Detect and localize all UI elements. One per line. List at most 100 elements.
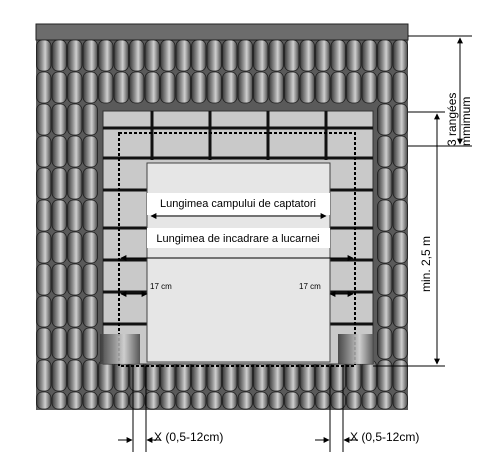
roof-tile — [392, 199, 408, 232]
roof-tile — [129, 39, 145, 72]
roof-tile — [346, 71, 362, 104]
roof-tile — [392, 71, 408, 104]
roof-tile — [113, 39, 129, 72]
roof-tile — [67, 231, 83, 264]
roof-tile — [392, 295, 408, 328]
roof-tile — [82, 231, 98, 264]
rows-minimum-label-2: mmimum — [459, 97, 473, 146]
roof-tile — [98, 359, 114, 392]
roof-tile — [361, 391, 377, 410]
bottom-tile-row-right — [338, 334, 374, 364]
dormer-frame-length-label: Lungimea de incadrare a lucarnei — [156, 233, 319, 245]
roof-tile — [36, 71, 52, 104]
roof-tile — [36, 135, 52, 168]
roof-tile — [175, 359, 191, 392]
roof-tile — [51, 263, 67, 296]
roof-tile — [191, 39, 207, 72]
roof-tile — [377, 391, 393, 410]
roof-tile — [67, 263, 83, 296]
label-band-collector — [147, 193, 330, 215]
roof-tile — [82, 103, 98, 136]
roof-tile — [144, 359, 160, 392]
roof-tile — [67, 295, 83, 328]
gap-right-label: X (0,5-12cm) — [350, 430, 419, 444]
roof-tile — [268, 391, 284, 410]
roof-tile — [253, 39, 269, 72]
right-dimensions — [373, 35, 472, 367]
roof-tile — [253, 359, 269, 392]
roof-tile — [377, 359, 393, 392]
spacing-right-label: 17 cm — [299, 282, 321, 291]
roof-tile — [206, 359, 222, 392]
roof-tile — [82, 295, 98, 328]
roof-tile — [191, 71, 207, 104]
bottom-tile-row-left — [100, 334, 140, 364]
roof-tile — [377, 231, 393, 264]
roof-tile — [82, 359, 98, 392]
roof-tile — [237, 39, 253, 72]
roof-tile — [36, 39, 52, 72]
roof-tile — [191, 359, 207, 392]
roof-tile — [330, 391, 346, 410]
roof-tile — [299, 359, 315, 392]
rows-minimum-label: 3 rangées — [445, 93, 459, 146]
roof-tile — [206, 391, 222, 410]
roof-tile — [67, 103, 83, 136]
roof-rafters — [150, 111, 328, 160]
roof-tile — [36, 263, 52, 296]
roof-tile — [268, 359, 284, 392]
roof-tile — [315, 39, 331, 72]
roof-tile — [377, 199, 393, 232]
roof-tile — [144, 71, 160, 104]
roof-tile — [361, 71, 377, 104]
roof-tile — [175, 71, 191, 104]
roof-tile — [51, 391, 67, 410]
roof-tile — [129, 359, 145, 392]
roof-tile — [392, 135, 408, 168]
roof-tile — [82, 199, 98, 232]
roof-tile — [377, 167, 393, 200]
roof-tile — [361, 39, 377, 72]
roof-tile — [346, 391, 362, 410]
roof-tiles — [36, 39, 408, 410]
roof-tile — [51, 327, 67, 360]
roof-tile — [82, 263, 98, 296]
roof-tile — [222, 39, 238, 72]
collector-field-length-label: Lungimea campului de captatori — [160, 198, 316, 210]
roof-tile — [175, 39, 191, 72]
roof-tile — [222, 71, 238, 104]
roof-tile — [253, 391, 269, 410]
roof-tile — [129, 71, 145, 104]
roof-tile — [67, 135, 83, 168]
roof-tile — [160, 71, 176, 104]
roof-tile — [51, 39, 67, 72]
roof-tile — [222, 359, 238, 392]
roof-tile — [36, 391, 52, 410]
collector-field — [146, 162, 331, 363]
roof-tile — [206, 71, 222, 104]
roof-tile — [82, 39, 98, 72]
roof-tile — [67, 71, 83, 104]
roof-tile — [98, 391, 114, 410]
roof-tile — [36, 231, 52, 264]
roof-tile — [392, 103, 408, 136]
roof-tile — [237, 391, 253, 410]
roof-tile — [222, 391, 238, 410]
roof-tile — [113, 391, 129, 410]
roof-tile — [346, 359, 362, 392]
roof-tile — [377, 263, 393, 296]
roof-tile — [392, 167, 408, 200]
spacing-left-label: 17 cm — [150, 282, 172, 291]
roof-tile — [377, 103, 393, 136]
roof-tile — [98, 39, 114, 72]
roof-tile — [36, 359, 52, 392]
roof-tile — [160, 391, 176, 410]
roof-tile — [377, 135, 393, 168]
roof-ridge — [35, 23, 409, 41]
roof-tile — [82, 135, 98, 168]
roof-tile — [51, 359, 67, 392]
roof-tile — [299, 71, 315, 104]
min-height-label: min. 2,5 m — [419, 236, 433, 292]
roof-tile — [129, 391, 145, 410]
